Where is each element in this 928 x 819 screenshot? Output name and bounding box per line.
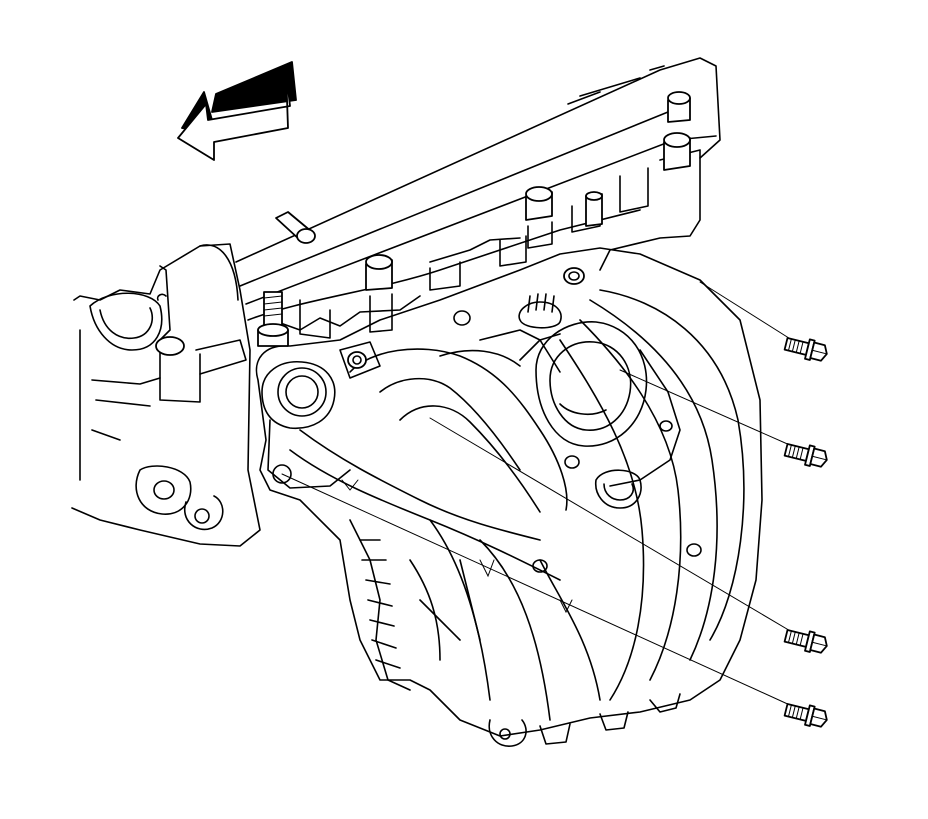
intake-manifold	[256, 248, 762, 746]
leader-lines	[282, 282, 792, 706]
cylinder-head	[236, 58, 720, 338]
manifold-stud	[258, 292, 288, 346]
bolt-icon	[784, 700, 830, 730]
left-housing	[72, 244, 260, 546]
rail-bolt-1	[366, 255, 392, 332]
rail-bolt-2	[526, 187, 552, 248]
bolt-icon	[784, 334, 830, 364]
bolt-icon	[784, 626, 830, 656]
bolt-icon	[784, 440, 830, 470]
rail-stud-2	[586, 192, 602, 226]
rail-stud-1	[276, 212, 315, 243]
rail-bolt-3	[664, 92, 690, 170]
direction-arrow-icon	[178, 62, 296, 160]
